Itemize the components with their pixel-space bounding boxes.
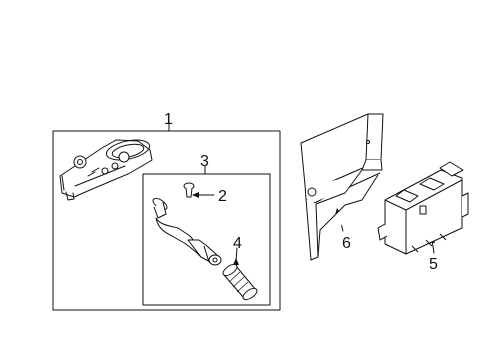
- arrowhead-2: [192, 192, 199, 198]
- callout-6: 6: [342, 235, 351, 252]
- control-module-icon: [377, 161, 469, 255]
- valve-stem-kit-icon: [152, 197, 222, 266]
- callout-3: 3: [200, 153, 209, 170]
- callout-1: 1: [164, 111, 173, 128]
- tpms-sensor-assembly-icon: [59, 139, 153, 201]
- assembly-1-frame: [52, 130, 281, 311]
- callout-5: 5: [429, 256, 438, 273]
- mounting-bracket-icon: [300, 113, 384, 261]
- kit-3-frame: [142, 173, 271, 306]
- callout-2: 2: [218, 188, 227, 205]
- valve-cap-icon: [222, 263, 258, 301]
- callout-4: 4: [233, 235, 242, 252]
- valve-core-screw-icon: [183, 182, 195, 198]
- arrowhead-4: [233, 258, 239, 265]
